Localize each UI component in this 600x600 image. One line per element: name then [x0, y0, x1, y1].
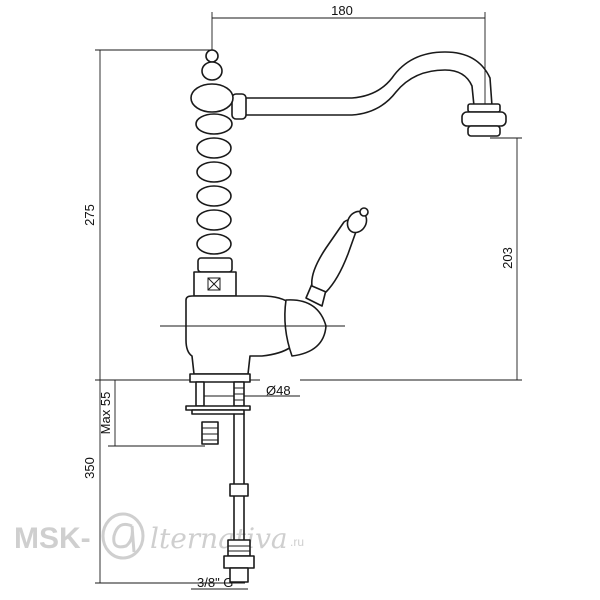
- dimension-spout-reach: 180: [211, 3, 486, 120]
- spout-upper-edge: [239, 51, 493, 107]
- column-cap: [190, 83, 234, 113]
- hose-crimp: [229, 483, 249, 497]
- watermark: MSK- lternativa .ru: [14, 512, 304, 560]
- column-bead: [196, 209, 232, 231]
- collar-mark: [207, 277, 221, 291]
- mixer-collar: [193, 271, 237, 297]
- lever-handle: [305, 207, 369, 307]
- dimension-label-d48: Ø48: [266, 383, 291, 398]
- watermark-logo: [101, 512, 145, 560]
- mixer-body: [160, 295, 345, 383]
- column-bead: [196, 233, 232, 255]
- finial-tip: [205, 49, 219, 63]
- aerator-ring: [467, 103, 501, 113]
- column: [190, 49, 237, 297]
- spout-lower-edge: [239, 69, 475, 116]
- mounting-assembly: [185, 381, 255, 583]
- dimension-label-350: 350: [82, 457, 97, 479]
- fixing-plate: [191, 409, 245, 415]
- dimension-label-180: 180: [331, 3, 353, 18]
- dimension-total-height: 275: [82, 49, 260, 381]
- dimension-outlet-height: 203: [300, 137, 522, 381]
- dimension-label-max-55: Max 55: [98, 392, 113, 435]
- spout: [231, 51, 507, 137]
- fixing-nut: [201, 421, 219, 445]
- mounting-stud: [195, 381, 205, 407]
- dimension-hose-length: 350: [82, 380, 245, 584]
- watermark-prefix: MSK-: [14, 522, 91, 555]
- dimension-base-diameter: Ø48: [200, 383, 300, 398]
- dimension-connection: 3/8" G: [191, 575, 248, 590]
- cartridge-cap: [284, 299, 327, 357]
- spout-collar: [231, 93, 247, 120]
- column-bead: [196, 185, 232, 207]
- base-plate: [189, 373, 251, 383]
- dimension-max-thickness: Max 55: [98, 380, 205, 447]
- finial-knob: [201, 61, 223, 81]
- watermark-suffix: .ru: [290, 535, 304, 549]
- column-bead: [195, 113, 233, 135]
- lever-tip: [359, 207, 369, 217]
- hose-fitting: [227, 539, 251, 557]
- aerator-body: [461, 111, 507, 127]
- dimension-label-275: 275: [82, 204, 97, 226]
- aerator-tip: [467, 125, 501, 137]
- hose-thread: [229, 567, 249, 583]
- column-bead: [196, 137, 232, 159]
- dimension-label-connection: 3/8" G: [197, 575, 233, 590]
- dimension-label-203: 203: [500, 247, 515, 269]
- hose-nut: [223, 555, 255, 569]
- watermark-script: lternativa: [150, 522, 288, 555]
- collar-mark-cross: [207, 277, 221, 291]
- column-ring: [197, 257, 233, 273]
- faucet: [160, 49, 507, 583]
- column-bead: [196, 161, 232, 183]
